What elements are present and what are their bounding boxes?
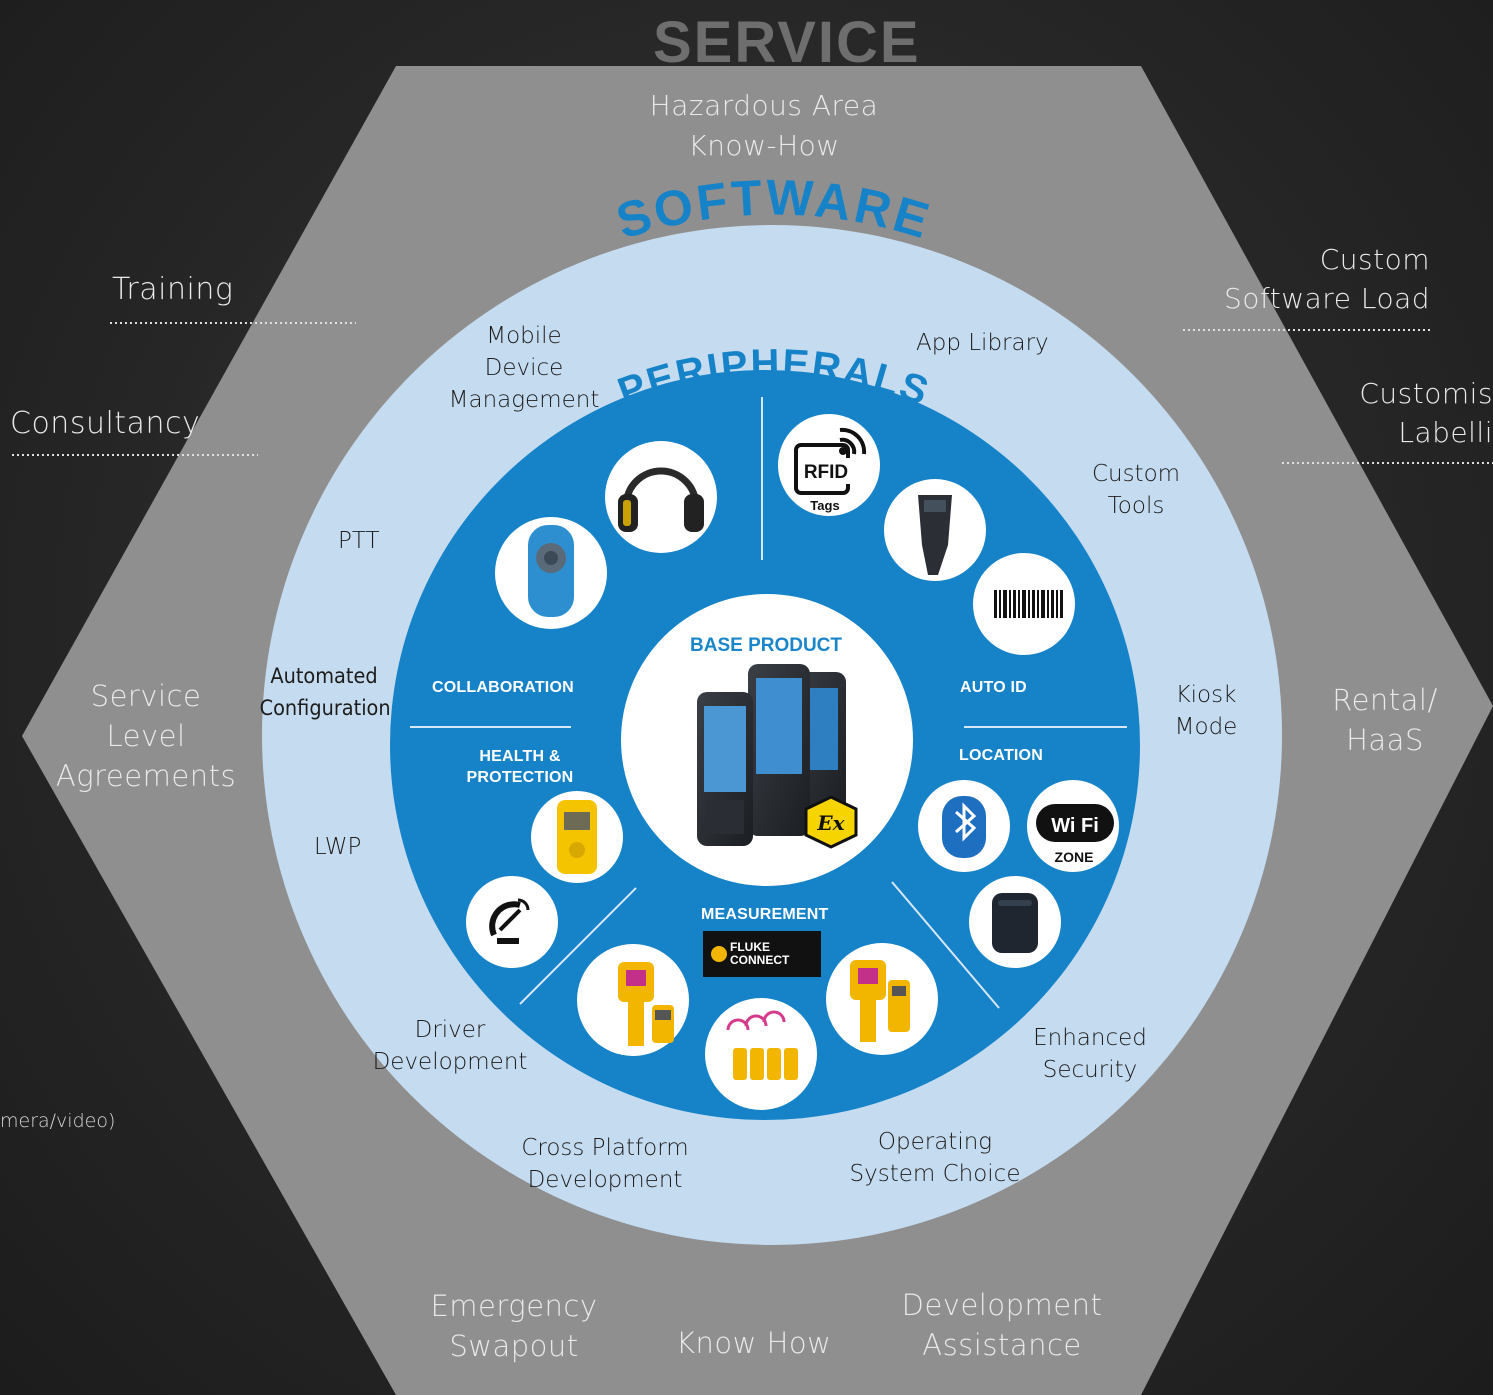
- service-emergency-swapout: Emergency Swapout: [430, 1289, 598, 1363]
- category-measurement: MEASUREMENT: [701, 906, 829, 923]
- ex-hazard-icon: Ex: [804, 795, 858, 849]
- software-cross-platform: Cross Platform Development: [521, 1135, 689, 1193]
- wifi-zone-icon: Wi Fi ZONE: [1027, 780, 1119, 872]
- clamp-meter-icon: [705, 998, 817, 1110]
- service-hazardous-area: Hazardous Area Know-How: [649, 89, 879, 162]
- svg-text:Ex: Ex: [816, 811, 845, 835]
- software-enhanced-security: Enhanced Security: [1033, 1025, 1147, 1083]
- lower-right-divider: [891, 881, 1000, 1009]
- category-auto-id: AUTO ID: [960, 679, 1027, 696]
- rfid-tag-icon: RFID Tags: [778, 414, 880, 516]
- service-consultancy: Consultancy: [10, 406, 201, 441]
- thermal-camera-icon: [577, 944, 689, 1056]
- service-title: SERVICE: [653, 10, 921, 75]
- base-product-title: BASE PRODUCT: [690, 635, 843, 656]
- headset-icon: [605, 441, 717, 553]
- software-lwp: LWP: [314, 834, 362, 860]
- category-location: LOCATION: [959, 747, 1043, 764]
- leader-lines: [12, 322, 1493, 464]
- svg-text:RFID: RFID: [804, 462, 848, 483]
- software-mdm: Mobile Device Management: [448, 323, 600, 413]
- software-automated-configuration: Automated Configuration: [259, 664, 391, 720]
- multimeter-icon: [826, 943, 938, 1055]
- svg-text:CONNECT: CONNECT: [730, 953, 790, 967]
- service-camera-video: mera/video): [0, 1110, 116, 1132]
- service-training: Training: [112, 272, 234, 307]
- service-development-assistance: Development Assistance: [901, 1288, 1103, 1362]
- svg-text:ZONE: ZONE: [1055, 849, 1094, 865]
- lower-left-divider: [519, 887, 637, 1005]
- barcode-icon: [973, 553, 1075, 655]
- bluetooth-icon: [918, 780, 1010, 872]
- service-customised-labelling: Customis Labelli: [1359, 377, 1493, 449]
- software-os-choice: Operating System Choice: [849, 1129, 1021, 1187]
- service-rental-haas: Rental/ HaaS: [1332, 683, 1438, 757]
- ring-dividers: [410, 397, 1127, 1009]
- fluke-connect-badge: FLUKE CONNECT: [703, 931, 821, 977]
- ptt-speaker-icon: [495, 517, 607, 629]
- category-collaboration: COLLABORATION: [432, 679, 574, 696]
- gps-tracker-icon: [969, 876, 1061, 968]
- svg-text:FLUKE: FLUKE: [730, 940, 770, 954]
- rugged-phone-icon: [697, 664, 846, 846]
- software-app-library: App Library: [916, 330, 1049, 356]
- software-ptt: PTT: [338, 528, 380, 554]
- service-know-how: Know How: [676, 1326, 832, 1360]
- gas-detector-icon: [531, 791, 623, 883]
- service-custom-software-load: Custom Software Load: [1224, 243, 1430, 315]
- software-driver-development: Driver Development: [372, 1017, 528, 1075]
- software-custom-tools: Custom Tools: [1091, 461, 1181, 519]
- service-sla: Service Level Agreements: [55, 679, 237, 793]
- satellite-dish-icon: [466, 876, 558, 968]
- software-kiosk-mode: Kiosk Mode: [1174, 682, 1238, 740]
- svg-text:Tags: Tags: [810, 498, 839, 513]
- svg-text:Wi Fi: Wi Fi: [1051, 815, 1099, 837]
- scanner-icon: [884, 479, 986, 581]
- category-health-protection: HEALTH & PROTECTION: [466, 748, 574, 786]
